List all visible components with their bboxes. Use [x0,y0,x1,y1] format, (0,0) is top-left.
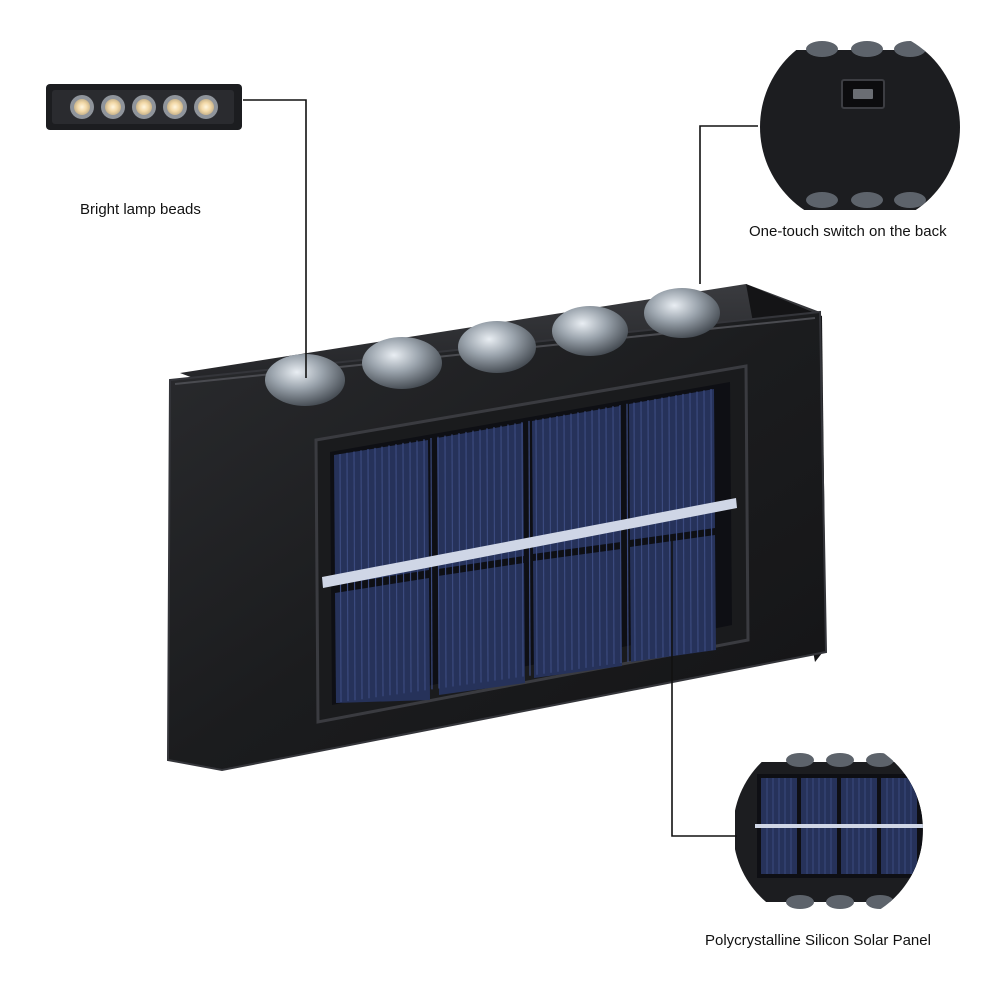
lamp-bead-glow [198,99,214,115]
cell-line [528,420,531,676]
cell-line [668,396,671,657]
cell-line [689,392,692,654]
cell-line [626,403,629,662]
cell-line [703,390,706,652]
cell-line [696,391,699,653]
switch-zoom [760,41,960,210]
callout-switch-label: One-touch switch on the back [749,223,947,240]
cell-line [535,419,538,675]
callout-solar-panel-label: Polycrystalline Silicon Solar Panel [705,932,931,949]
cell-line [661,397,664,658]
cell-line [647,400,650,660]
cell-line [619,404,622,663]
cell-line [675,395,678,656]
lamp-bead-glow [136,99,152,115]
cell-line [570,413,573,670]
lamp-bead-glow [105,99,121,115]
cell-line [612,406,615,664]
cell-line [556,415,559,672]
cell-line [654,398,657,659]
cell-line [598,408,601,666]
callout-lamp-beads-label: Bright lamp beads [80,201,201,218]
solar-panel [314,364,750,724]
cell-line [584,411,587,668]
cell-line [549,417,552,673]
cell-line [605,407,608,665]
cell-line [710,389,713,651]
solar-panel-zoom [735,753,923,909]
cell-line [640,401,643,661]
cell-line [542,418,545,674]
lamp-bead-glow [167,99,183,115]
lamp-beads-zoom [46,84,242,130]
cell-line [682,393,685,655]
cell-line [633,402,636,662]
cell-line [577,412,580,669]
cell-line [591,409,594,667]
lamp-bead-glow [74,99,90,115]
leader-lines [243,99,758,837]
cell-line [563,414,566,671]
lamp-bead-domes [265,288,720,406]
